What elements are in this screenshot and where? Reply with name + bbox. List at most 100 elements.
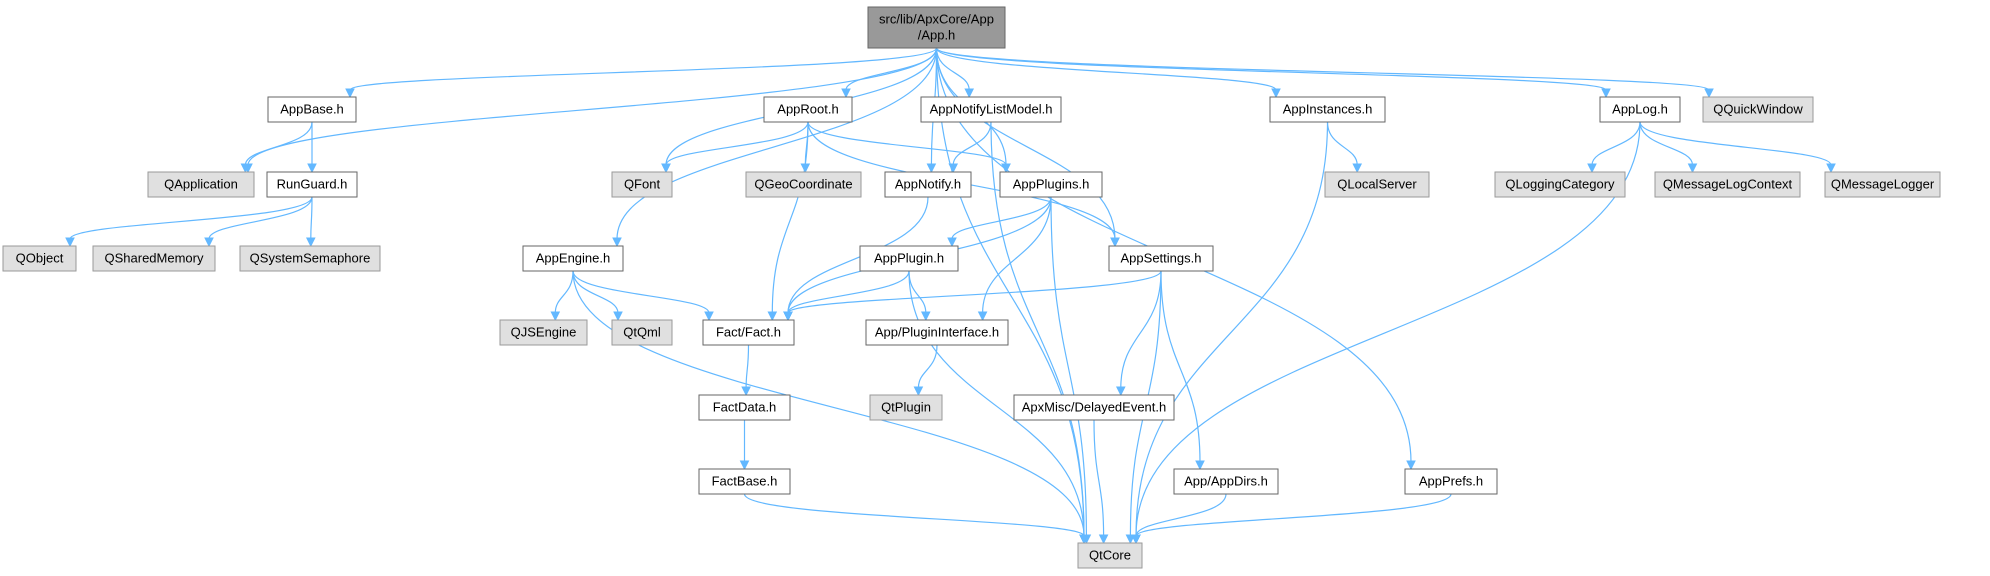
edge-app-to-appengine [612,47,938,248]
edge-line [1135,121,1329,537]
node-box [763,96,853,123]
node-label: FactData.h [713,400,777,415]
edge-line [572,270,1085,537]
node-fact[interactable]: Fact/Fact.h [702,319,795,346]
node-app[interactable]: src/lib/ApxCore/App/App.h [867,6,1006,49]
node-factdata[interactable]: FactData.h [698,394,791,421]
node-appengine[interactable]: AppEngine.h [522,245,624,272]
node-label: AppBase.h [280,102,344,117]
node-appprefs[interactable]: AppPrefs.h [1404,468,1498,495]
node-label: QJSEngine [511,325,577,340]
node-box [2,245,77,272]
edge-app-to-appbase [345,47,938,99]
node-plugininterface[interactable]: App/PluginInterface.h [865,319,1009,346]
node-box [1494,171,1626,198]
edge-arrowhead [741,386,751,397]
node-appinstances[interactable]: AppInstances.h [1269,96,1386,123]
edge-line [349,47,938,91]
edge-delayedevent-to-qtcore [1093,419,1109,545]
node-label: QFont [624,177,661,192]
node-box [745,171,862,198]
node-box [147,171,255,198]
node-runguard[interactable]: RunGuard.h [266,171,358,198]
node-box [499,319,588,346]
node-box [1404,468,1498,495]
edge-applog-to-qmessagelogger [1639,121,1836,174]
edge-line [244,121,313,166]
node-box [1702,96,1814,123]
node-appnotifylistmodel[interactable]: AppNotifyListModel.h [920,96,1062,123]
node-box [1269,96,1386,123]
edge-appnotifylistmodel-to-appnotify [948,121,992,174]
edge-line [951,196,1052,240]
node-box [1324,171,1430,198]
edge-line [1135,121,1641,537]
node-delayedevent[interactable]: ApxMisc/DelayedEvent.h [1013,394,1175,421]
edge-appsettings-to-appdirs [1160,270,1205,471]
edge-appplugins-to-appplugin [947,196,1052,248]
node-box [884,171,972,198]
edge-line [787,270,1162,314]
edge-runguard-to-qsharedmemory [204,196,313,248]
edge-line [572,270,710,314]
node-label: QQuickWindow [1713,102,1803,117]
node-box [867,6,1006,49]
edge-line [310,196,313,240]
edge-line [935,47,1607,91]
node-box [1173,468,1279,495]
edge-app-to-appsettings [935,47,1120,248]
edge-app-to-appnotifylistmodel [935,47,975,99]
node-appplugin[interactable]: AppPlugin.h [859,245,959,272]
edge-arrowhead [920,311,931,322]
node-appdirs[interactable]: App/AppDirs.h [1173,468,1279,495]
edge-line [572,270,619,314]
node-label: ApxMisc/DelayedEvent.h [1022,400,1167,415]
node-box [1599,96,1681,123]
edge-line [935,47,970,91]
node-appsettings[interactable]: AppSettings.h [1108,245,1214,272]
node-applog[interactable]: AppLog.h [1599,96,1681,123]
node-qtqml: QtQml [611,319,673,346]
edge-approot-to-fact [767,121,809,322]
node-box [698,468,791,495]
edge-arrowhead [1001,163,1011,174]
edge-arrowhead [977,311,988,322]
node-approot[interactable]: AppRoot.h [763,96,853,123]
edge-arrowhead [1587,163,1597,174]
node-label: Fact/Fact.h [716,325,781,340]
node-appplugins[interactable]: AppPlugins.h [999,171,1103,198]
edge-appinstances-to-qlocalserver [1326,121,1363,174]
node-box [266,171,358,198]
node-qlocalserver: QLocalServer [1324,171,1430,198]
edge-line [908,270,927,314]
edge-app-to-applog [935,47,1611,99]
node-factbase[interactable]: FactBase.h [698,468,791,495]
edge-appbase-to-qapplication [240,121,313,174]
edge-factdata-to-factbase [739,419,750,471]
edge-approot-to-appplugins [807,121,1011,174]
edge-fact-to-factdata [741,344,751,397]
node-label: FactBase.h [712,474,778,489]
edge-arrowhead [1131,534,1141,545]
edge-arrowhead [1098,534,1109,545]
node-qobject: QObject [2,245,77,272]
edge-line [807,121,1007,166]
edge-arrowhead [1271,88,1281,99]
node-label: AppRoot.h [777,102,838,117]
edge-line [1591,121,1641,166]
node-appnotify[interactable]: AppNotify.h [884,171,972,198]
edge-line [69,196,313,240]
edge-arrowhead [661,163,671,174]
node-label: AppInstances.h [1283,102,1373,117]
node-box [1013,394,1175,421]
node-label: QtCore [1089,548,1131,563]
edge-app-to-appinstances [935,47,1281,99]
edge-arrowhead [841,88,851,99]
node-box [859,245,959,272]
edge-appprefs-to-qtcore [1131,493,1452,545]
node-appbase[interactable]: AppBase.h [267,96,357,123]
edge-arrowhead [1826,163,1836,174]
node-qapplication: QApplication [147,171,255,198]
node-label: RunGuard.h [277,177,348,192]
edge-arrowhead [739,460,750,471]
